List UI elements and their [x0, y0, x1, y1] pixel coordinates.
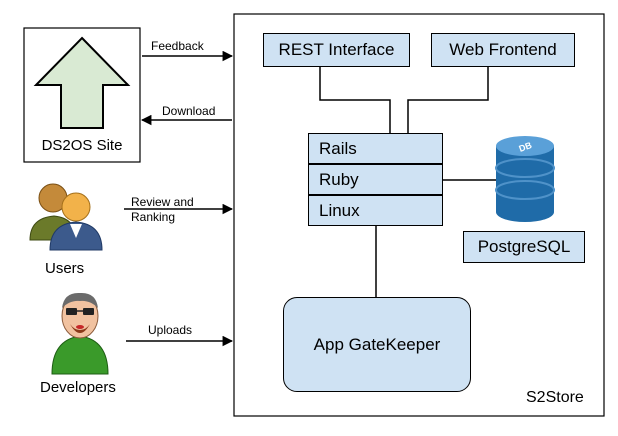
- developer-icon: [51, 292, 109, 375]
- database-icon: DB: [495, 136, 555, 222]
- postgresql-box: PostgreSQL: [463, 231, 585, 263]
- users-label: Users: [45, 260, 85, 277]
- rest-interface-box: REST Interface: [263, 33, 410, 67]
- users-icon: [29, 183, 103, 251]
- web-frontend-box: Web Frontend: [431, 33, 575, 67]
- ruby-box: Ruby: [308, 164, 443, 195]
- postgresql-label: PostgreSQL: [477, 237, 571, 256]
- up-arrow-icon: [33, 36, 131, 129]
- review-label-line1: Review and: [131, 195, 194, 209]
- rails-label: Rails: [319, 138, 357, 158]
- s2store-label: S2Store: [526, 389, 584, 406]
- linux-box: Linux: [308, 195, 443, 226]
- s2store-container: [233, 13, 605, 417]
- linux-label: Linux: [319, 200, 360, 220]
- uploads-label: Uploads: [148, 323, 193, 337]
- app-gatekeeper-box: App GateKeeper: [283, 297, 471, 392]
- review-label-line2: Ranking: [131, 210, 176, 224]
- developers-label: Developers: [40, 379, 116, 396]
- web-to-rails-line: [407, 67, 489, 133]
- db-icon-label: DB: [518, 140, 534, 154]
- ruby-label: Ruby: [319, 169, 359, 189]
- download-label: Download: [162, 104, 216, 118]
- web-frontend-label: Web Frontend: [449, 40, 557, 59]
- rest-to-rails-line: [319, 67, 391, 133]
- feedback-label: Feedback: [151, 39, 204, 53]
- rest-interface-label: REST Interface: [278, 40, 395, 59]
- rails-box: Rails: [308, 133, 443, 164]
- app-gatekeeper-label: App GateKeeper: [313, 334, 441, 354]
- site-label: DS2OS Site: [41, 137, 123, 154]
